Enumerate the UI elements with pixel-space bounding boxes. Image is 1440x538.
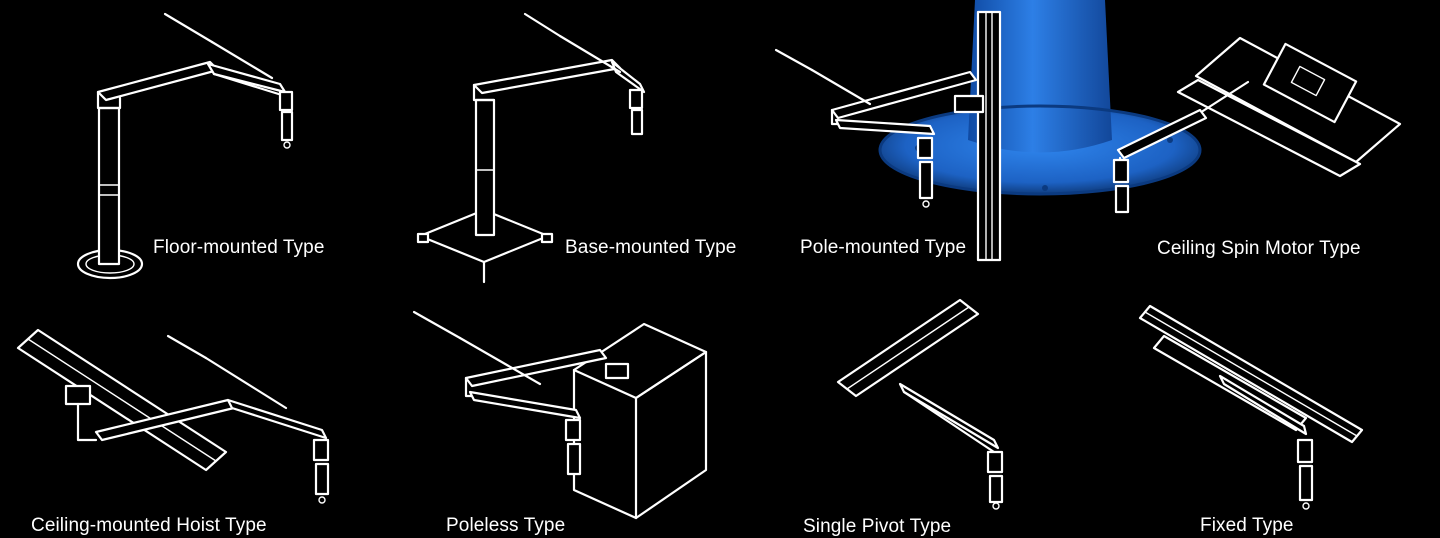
fixed-type-label: Fixed Type <box>1200 515 1294 536</box>
floor-mounted-type-label: Floor-mounted Type <box>153 237 325 258</box>
single-pivot-type-label: Single Pivot Type <box>803 516 952 537</box>
ceiling-spin-motor-illustration <box>1112 36 1402 214</box>
ceiling-spin-motor-type-label: Ceiling Spin Motor Type <box>1157 238 1361 259</box>
single-pivot-illustration <box>836 298 1004 510</box>
poleless-type-label: Poleless Type <box>446 515 566 536</box>
base-mounted-illustration <box>416 12 646 284</box>
pole-mounted-illustration <box>774 10 1002 262</box>
base-mounted-type-label: Base-mounted Type <box>565 237 737 258</box>
fixed-illustration <box>1138 304 1364 510</box>
ceiling-mounted-hoist-type-label: Ceiling-mounted Hoist Type <box>31 515 267 536</box>
ceiling-hoist-illustration <box>16 328 330 504</box>
poleless-illustration <box>412 310 708 520</box>
pole-mounted-type-label: Pole-mounted Type <box>800 237 967 258</box>
floor-mounted-illustration <box>76 12 294 280</box>
